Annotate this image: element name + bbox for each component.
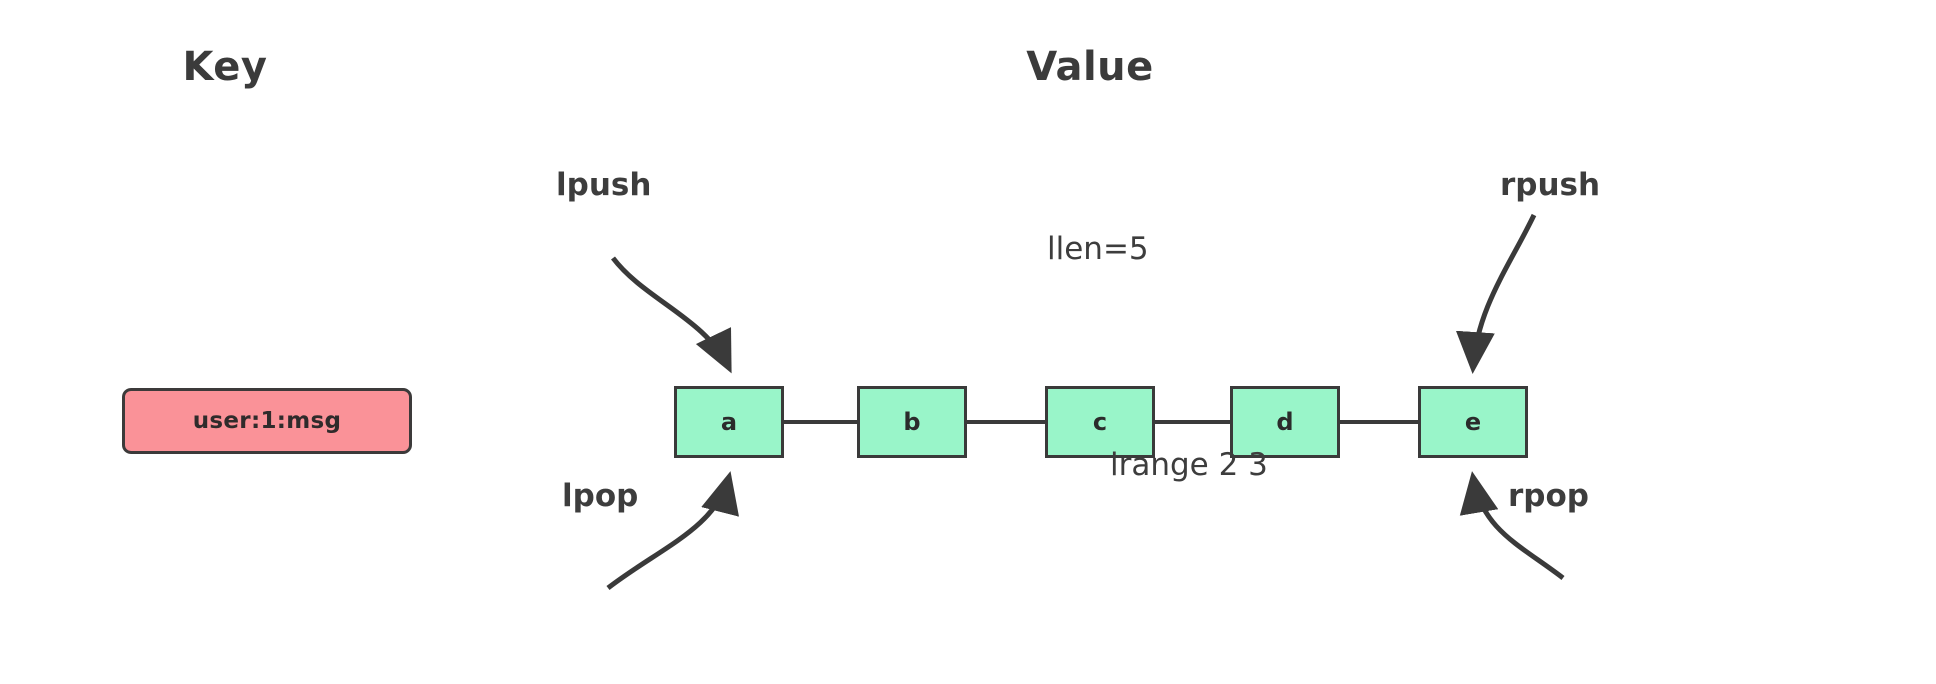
list-node-value: c [1092,408,1108,436]
rpop-label: rpop [1508,478,1589,514]
list-node: b [857,386,967,458]
list-node-value: d [1276,408,1294,436]
rpush-label: rpush [1500,167,1601,203]
list-node: a [674,386,784,458]
lpush-arrow [611,256,732,374]
lpop-label: lpop [562,478,639,514]
list-node: d [1230,386,1340,458]
lpush-label: lpush [556,167,652,203]
lpop-arrow [606,471,739,590]
list-node-value: b [903,408,921,436]
list-node: e [1418,386,1528,458]
lrange-annotation: lrange 2 3 [1110,447,1268,483]
key-box-label: user:1:msg [192,408,342,434]
key-column-heading: Key [182,44,268,90]
rpop-arrow [1459,471,1565,580]
list-node-value: a [720,408,738,436]
rpush-arrow [1455,213,1537,374]
value-column-heading: Value [1026,44,1154,90]
list-node: c [1045,386,1155,458]
list-node-value: e [1464,408,1482,436]
llen-annotation: llen=5 [1047,231,1149,267]
key-box: user:1:msg [122,388,412,454]
